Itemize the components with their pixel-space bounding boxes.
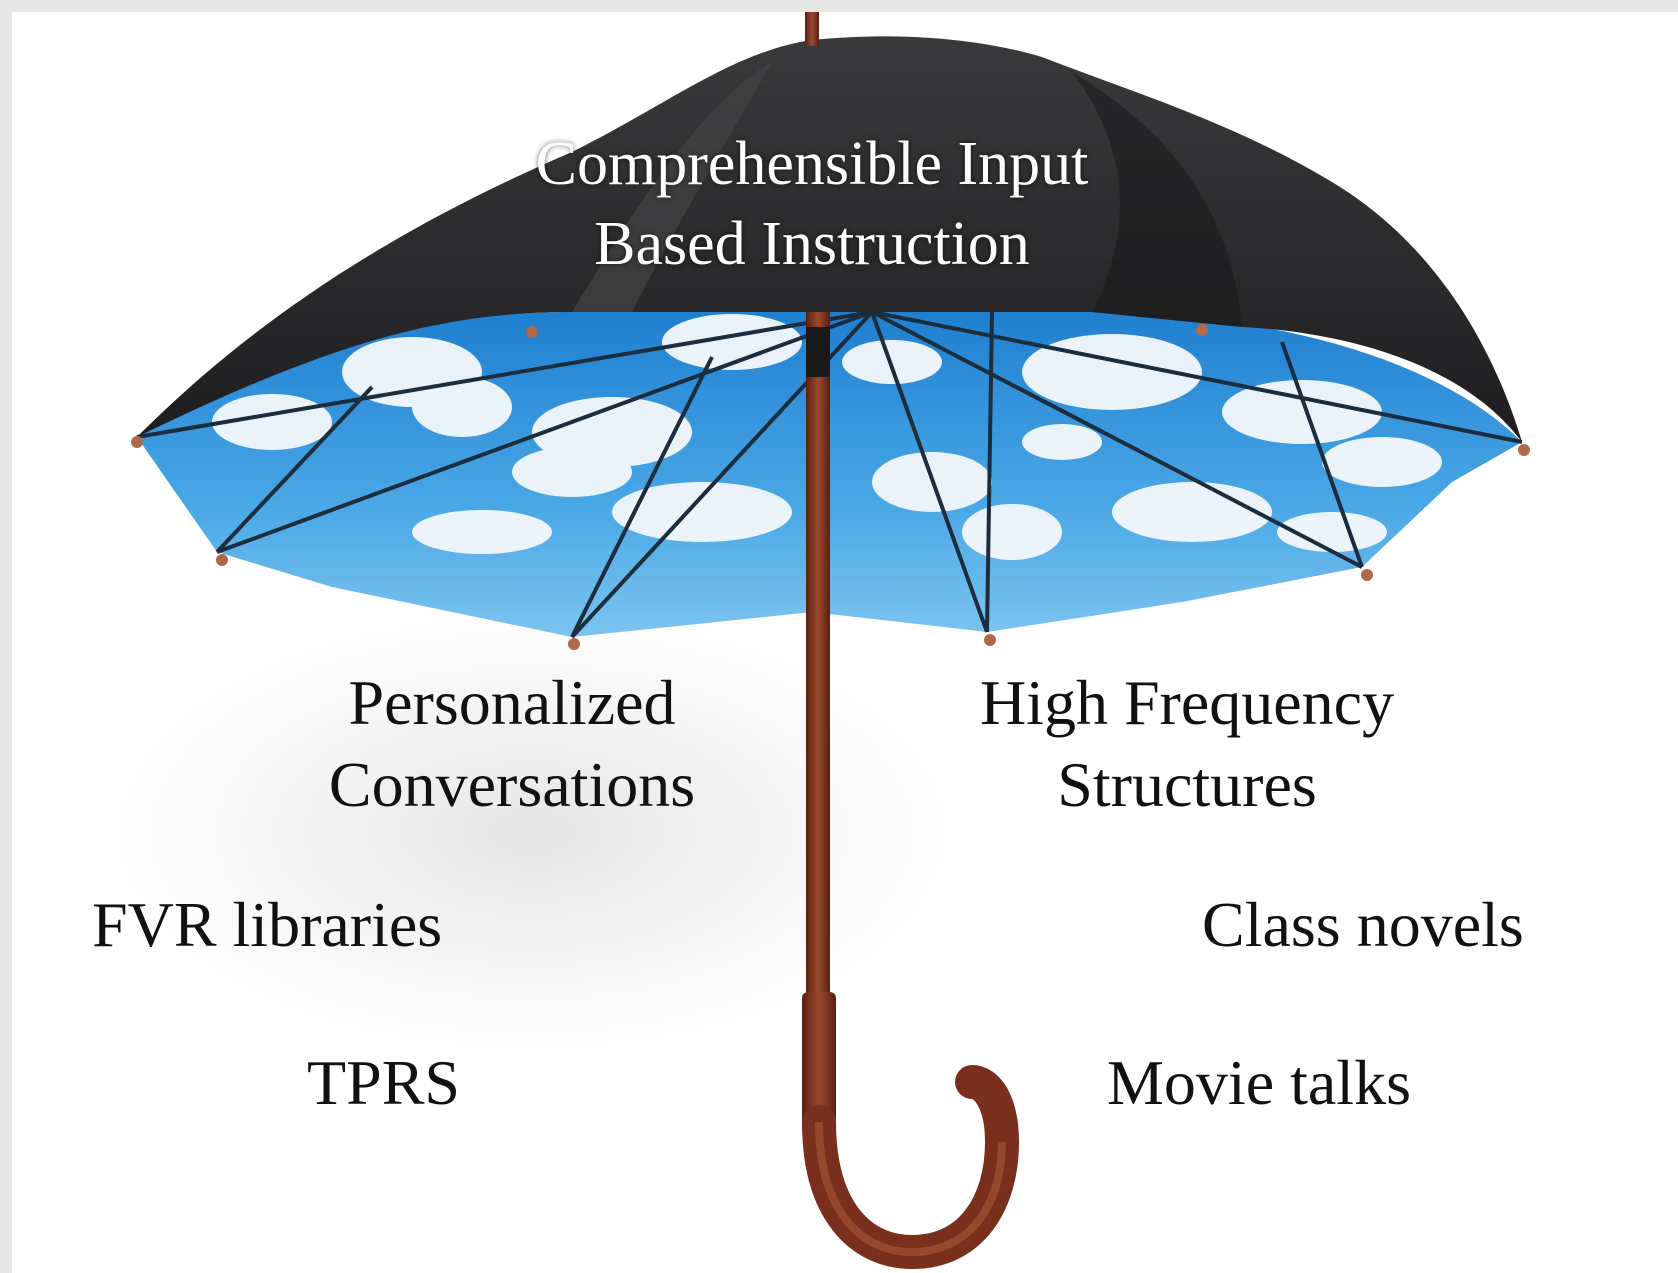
umbrella-runner [806, 327, 830, 377]
label-line: Structures [1057, 749, 1317, 820]
umbrella-canopy [137, 36, 1522, 442]
label-line: Movie talks [1107, 1047, 1411, 1118]
label-tprs: TPRS [307, 1042, 507, 1124]
slide: Comprehensible Input Based Instruction P… [12, 12, 1678, 1273]
label-line: Conversations [328, 749, 696, 820]
label-personalized-conversations: Personalized Conversations [302, 662, 722, 826]
umbrella-shaft [806, 312, 830, 1002]
label-movie-talks: Movie talks [1107, 1042, 1467, 1124]
rib-tips [131, 324, 1530, 650]
umbrella-shadow [112, 612, 952, 1052]
title-line-1: Comprehensible Input [535, 130, 1089, 198]
umbrella-illustration [112, 12, 1530, 1270]
label-line: TPRS [307, 1047, 460, 1118]
label-high-frequency-structures: High Frequency Structures [962, 662, 1412, 826]
label-class-novels: Class novels [1202, 884, 1562, 966]
label-fvr-libraries: FVR libraries [92, 884, 492, 966]
umbrella-ribs [136, 310, 1523, 639]
umbrella-ferrule [805, 12, 819, 46]
title-label: Comprehensible Input Based Instruction [492, 124, 1132, 284]
label-line: Class novels [1202, 889, 1524, 960]
label-line: FVR libraries [92, 889, 443, 960]
label-line: Personalized [348, 667, 676, 738]
umbrella-handle [802, 992, 1020, 1270]
title-line-2: Based Instruction [594, 210, 1030, 278]
label-line: High Frequency [979, 667, 1395, 738]
